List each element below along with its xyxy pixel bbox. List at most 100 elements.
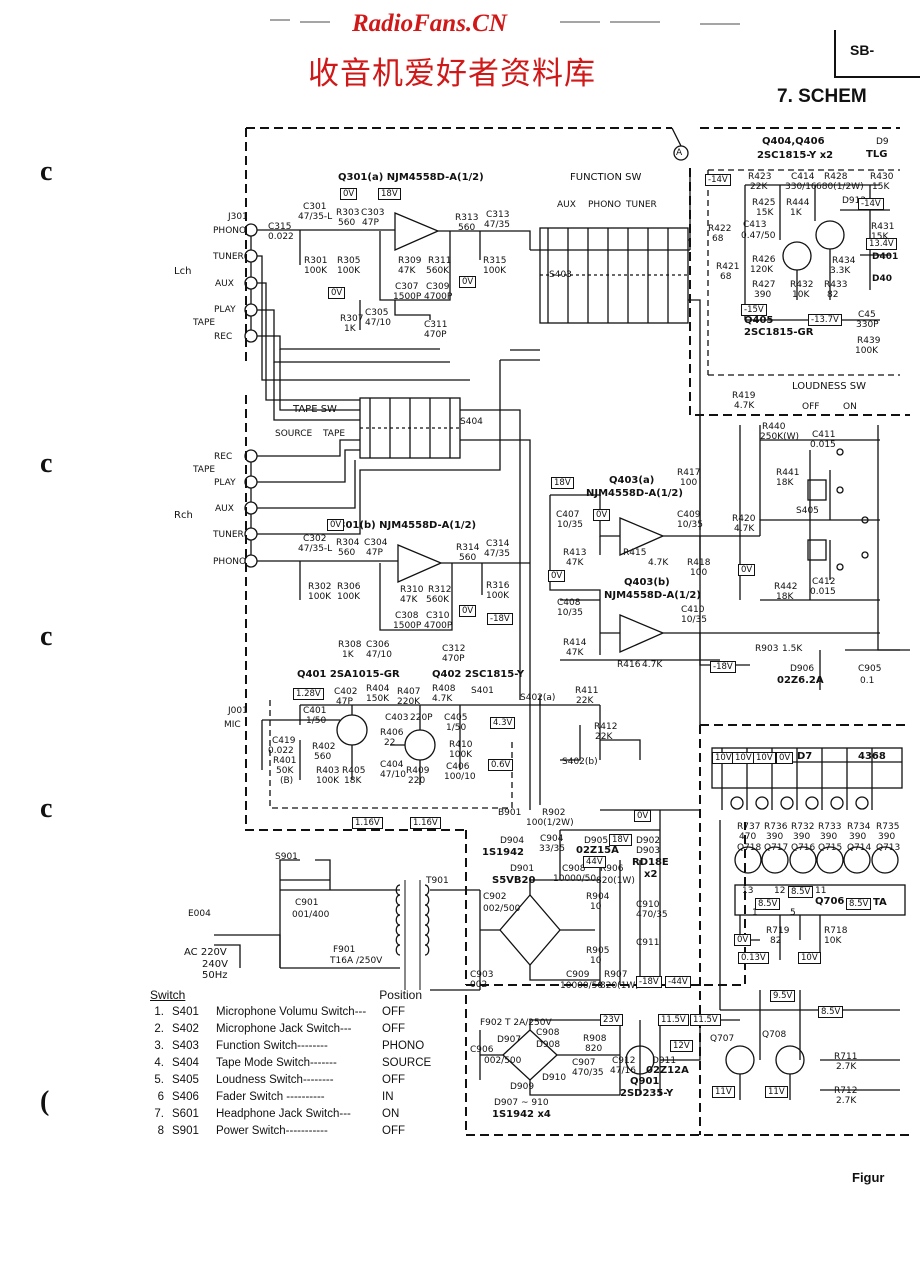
comp-r408: R408 — [432, 684, 456, 694]
comp-c409: C409 — [677, 510, 701, 520]
comp-r434-val: 3.3K — [830, 266, 851, 276]
comp-c907-val: 470/35 — [572, 1068, 604, 1078]
comp-c305: C305 — [365, 308, 389, 318]
voltage-box: 0V — [738, 564, 756, 576]
voltage-box: -18V — [487, 613, 513, 625]
comp-r314-val: 560 — [459, 553, 477, 563]
led-resistor: R733 — [818, 822, 842, 832]
comp-r407-val: 220K — [397, 697, 421, 707]
ic-pin-label: 5 — [790, 908, 796, 918]
comp-d909: D909 — [510, 1082, 535, 1092]
function-pos-phono: PHONO — [588, 200, 622, 210]
comp-r419-val: 4.7K — [734, 401, 755, 411]
comp-r905: R905 — [586, 946, 610, 956]
led-resistor-val: 390 — [820, 832, 838, 842]
comp-c404: C404 — [380, 760, 404, 770]
comp-r433-val: 82 — [827, 290, 839, 300]
comp-c411-val: 0.015 — [810, 440, 836, 450]
led-resistor-val: 470 — [739, 832, 757, 842]
comp-c315-val: 0.022 — [268, 232, 294, 242]
mic-label: MIC — [224, 720, 241, 730]
switch-id: S403 — [172, 1040, 199, 1052]
comp-d912: D912 — [842, 196, 867, 206]
comp-r308-val: 1K — [342, 650, 354, 660]
led-resistor-val: 390 — [849, 832, 867, 842]
comp-r417: R417 — [677, 468, 701, 478]
comp-r441-val: 18K — [776, 478, 794, 488]
comp-c905: C905 — [858, 664, 882, 674]
voltage-box: 11V — [712, 1086, 735, 1098]
comp-r908-val: 820 — [585, 1044, 603, 1054]
comp-r314: R314 — [456, 543, 480, 553]
comp-r403: R403 — [316, 766, 340, 776]
comp-c404-val: 47/10 — [380, 770, 406, 780]
comp-r306: R306 — [337, 582, 361, 592]
comp-c906-val: 002/500 — [484, 1056, 522, 1066]
comp-c310-val: 4700P — [424, 621, 453, 631]
comp-r430: R430 — [870, 172, 894, 182]
comp-c905-val: 0.1 — [860, 676, 875, 686]
comp-d911: D911 — [652, 1056, 677, 1066]
comp-d907-910: D907 ~ 910 — [494, 1098, 549, 1108]
comp-r412-val: 22K — [595, 732, 613, 742]
loudness-pos-off: OFF — [802, 402, 820, 412]
comp-r420: R420 — [732, 514, 756, 524]
voltage-box: 9.5V — [770, 990, 796, 1002]
switch-table-header: Switch Position — [150, 988, 440, 1002]
comp-c904: C904 — [540, 834, 564, 844]
comp-r409: R409 — [406, 766, 430, 776]
comp-r442-val: 18K — [776, 592, 794, 602]
input-label-phono-l: PHONO — [213, 226, 247, 236]
led-transistor: Q716 — [791, 843, 816, 853]
led-transistor: Q717 — [764, 843, 789, 853]
comp-r430-val: 15K — [872, 182, 890, 192]
function-pos-tuner: TUNER — [626, 200, 657, 210]
comp-c304-val: 47P — [366, 548, 383, 558]
voltage-box: 0V — [328, 287, 346, 299]
comp-c419: C419 — [272, 736, 296, 746]
ic-q403b-label: Q403(b) — [624, 577, 670, 588]
tape-pos-source: SOURCE — [275, 429, 313, 439]
comp-c403: C403 — [385, 713, 409, 723]
binder-mark: c — [40, 156, 53, 187]
voltage-box: 1.16V — [410, 817, 441, 829]
voltage-box: 4.3V — [490, 717, 516, 729]
input-label-play-l: PLAY — [214, 305, 236, 315]
switch-table-heading-position: Position — [379, 988, 422, 1002]
comp-r306-val: 100K — [337, 592, 361, 602]
comp-c311: C311 — [424, 320, 448, 330]
comp-r903: R903 — [755, 644, 779, 654]
voltage-box: -18V — [710, 661, 736, 673]
comp-c902-val: 002/500 — [483, 904, 521, 914]
comp-c401-val: 1/50 — [306, 716, 327, 726]
comp-r431: R431 — [871, 222, 895, 232]
switch-position: OFF — [382, 1074, 405, 1086]
comp-r907-val: 820(1W) — [600, 981, 639, 991]
transistor-q405-label: Q405 — [744, 315, 774, 326]
binder-mark: ( — [40, 1086, 50, 1117]
comp-r416-val: 4.7K — [642, 660, 663, 670]
comp-c309-val: 4700P — [424, 292, 453, 302]
comp-c412-val: 0.015 — [810, 587, 836, 597]
ic-pin-label: 1 — [752, 908, 758, 918]
binder-mark: c — [40, 448, 53, 479]
switch-number: 4. — [154, 1057, 164, 1069]
comp-r417-val: 100 — [680, 478, 698, 488]
comp-r712-val: 2.7K — [836, 1096, 857, 1106]
comp-r906-val: 820(1W) — [596, 876, 635, 886]
comp-r434: R434 — [832, 256, 856, 266]
switch-id: S402 — [172, 1023, 199, 1035]
comp-r427-val: 390 — [754, 290, 772, 300]
comp-d905-part: 02Z15A — [576, 845, 619, 856]
switch-description: Function Switch-------- — [216, 1040, 328, 1052]
switch-s401-label: S401 — [471, 686, 494, 696]
transistor-q707: Q707 — [710, 1034, 735, 1044]
model-box: SB- — [834, 30, 920, 78]
comp-r413: R413 — [563, 548, 587, 558]
voltage-box: 8.5V — [788, 886, 814, 898]
transistor-q401-label: Q401 2SA1015-GR — [297, 669, 400, 680]
comp-r302: R302 — [308, 582, 332, 592]
